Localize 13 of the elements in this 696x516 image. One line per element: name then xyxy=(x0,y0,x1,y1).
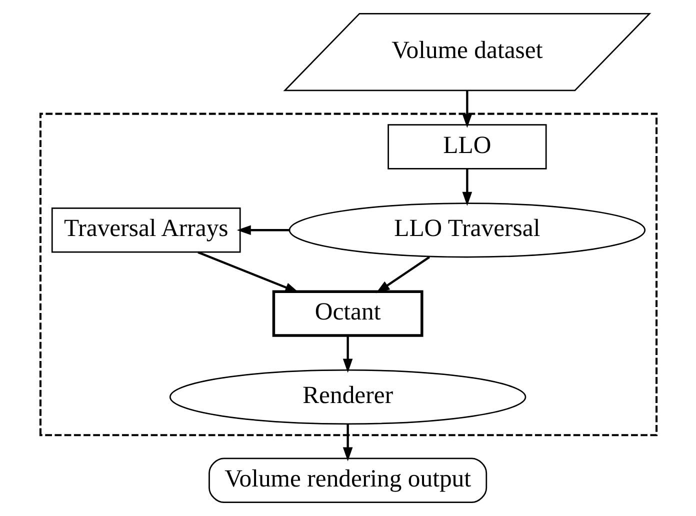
arrow xyxy=(342,424,352,462)
arrow xyxy=(462,168,472,206)
arrow xyxy=(462,90,472,128)
node-box: LLO xyxy=(387,124,546,170)
node-box: Volume rendering output xyxy=(208,458,487,504)
arrow xyxy=(197,251,299,293)
node-box: Traversal Arrays xyxy=(50,208,240,253)
arrow xyxy=(236,225,289,236)
node-ellipse: Renderer xyxy=(168,369,526,425)
arrow xyxy=(375,256,430,294)
node-ellipse: LLO Traversal xyxy=(288,202,646,258)
arrow xyxy=(342,336,352,373)
node-box: Octant xyxy=(272,290,423,337)
